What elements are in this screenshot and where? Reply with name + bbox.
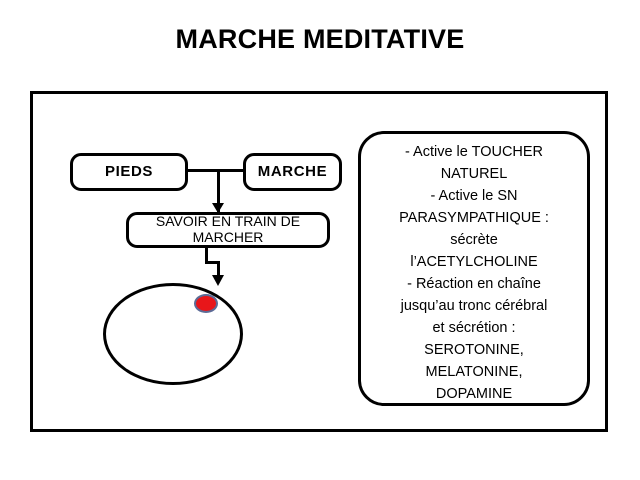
- effect-line: jusqu’au tronc cérébral: [400, 298, 548, 314]
- node-marche: MARCHE: [243, 153, 342, 191]
- connector-line-step-down-upper: [205, 247, 208, 264]
- effect-line: sécrète: [450, 232, 498, 248]
- node-pieds: PIEDS: [70, 153, 188, 191]
- red-point-marker: [194, 294, 218, 313]
- effect-line: - Réaction en chaîne: [407, 276, 541, 292]
- node-savoir-en-train-de-marcher: SAVOIR EN TRAIN DE MARCHER: [126, 212, 330, 248]
- node-pieds-label: PIEDS: [104, 162, 153, 180]
- effect-line: - Active le SN: [430, 188, 518, 204]
- effect-line: l’ACETYLCHOLINE: [410, 254, 538, 270]
- head-ellipse-shape: [103, 283, 243, 385]
- connector-line-step-across: [205, 261, 220, 264]
- effect-line: PARASYMPATHIQUE :: [399, 210, 549, 226]
- effect-line: et sécrétion :: [432, 320, 516, 336]
- effect-line: NATUREL: [440, 166, 508, 182]
- connector-line-horizontal: [186, 169, 245, 172]
- effect-line: SEROTONINE,: [424, 342, 524, 358]
- arrow-down-to-head-icon: [212, 275, 224, 286]
- page-title: MARCHE MEDITATIVE: [175, 24, 465, 54]
- node-marche-label: MARCHE: [257, 162, 328, 180]
- effects-panel: - Active le TOUCHER NATUREL - Active le …: [358, 131, 590, 406]
- node-savoir-label: SAVOIR EN TRAIN DE MARCHER: [155, 213, 301, 245]
- effect-line: DOPAMINE: [435, 386, 513, 402]
- effect-line: MELATONINE,: [425, 364, 523, 380]
- connector-line-vertical: [217, 169, 220, 213]
- effect-line: - Active le TOUCHER: [404, 144, 544, 160]
- arrow-down-icon: [212, 203, 224, 213]
- connector-line-step-down-lower: [217, 261, 220, 281]
